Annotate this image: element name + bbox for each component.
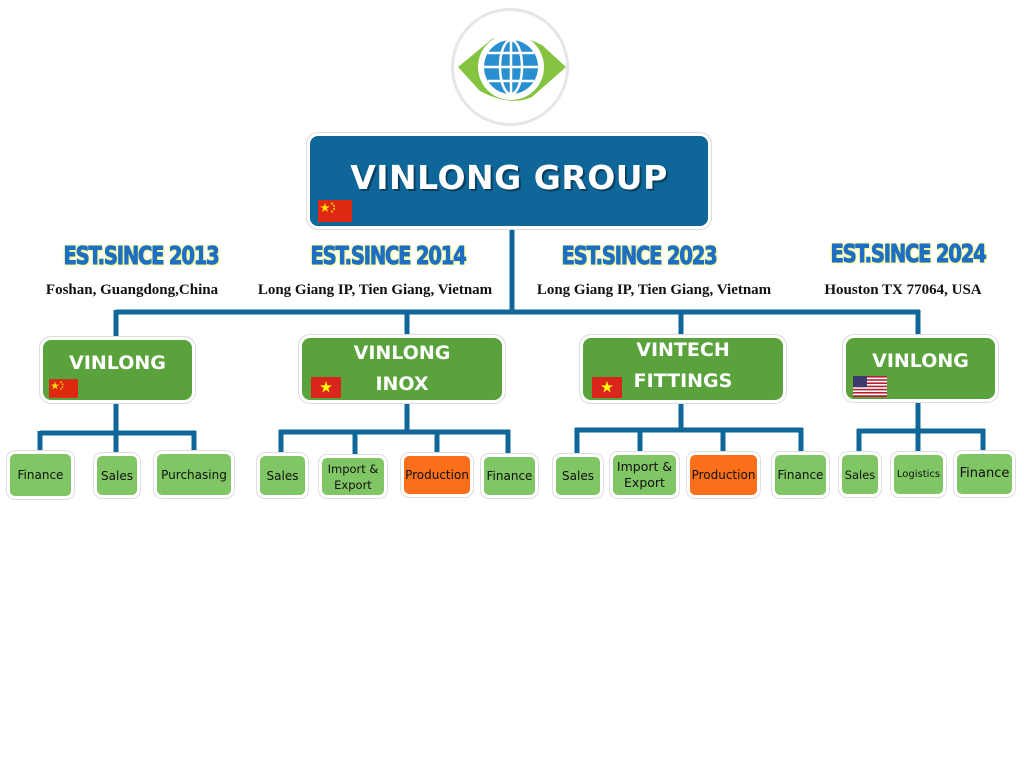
company-name: VINLONG	[872, 350, 969, 372]
dept-connector-2	[278, 401, 511, 457]
dept-import-export: Import &Export	[322, 458, 384, 495]
dept-sales: Sales	[842, 455, 878, 494]
company-name-line2: INOX	[375, 373, 429, 395]
vietnam-flag-icon	[311, 377, 341, 398]
dept-sales: Sales	[556, 457, 600, 495]
company-logo	[451, 8, 569, 126]
company-name-line1: VINTECH	[636, 339, 730, 361]
company-name-line1: VINLONG	[353, 342, 451, 364]
company-node-vintech-fittings: VINTECH FITTINGS	[583, 338, 783, 400]
company-name: VINLONG	[69, 352, 166, 374]
est-label-1: EST.SINCE 2013	[63, 241, 220, 271]
location-label-4: Houston TX 77064, USA	[824, 282, 982, 298]
dept-finance: Finance	[957, 454, 1012, 494]
company-node-vinlong-usa: VINLONG	[846, 338, 995, 399]
dept-logistics: Logistics	[894, 455, 943, 494]
vietnam-flag-icon	[592, 377, 622, 398]
dept-finance: Finance	[10, 454, 71, 496]
company-node-vinlong-inox: VINLONG INOX	[302, 338, 502, 400]
company-name-line2: FITTINGS	[633, 370, 733, 392]
dept-finance: Finance	[775, 455, 826, 495]
dept-connector-4	[856, 401, 986, 455]
location-label-3: Long Giang IP, Tien Giang, Vietnam	[536, 282, 772, 298]
dept-import-export: Import &Export	[613, 455, 676, 495]
root-node: VINLONG GROUP	[310, 136, 708, 226]
china-flag-icon	[49, 379, 78, 398]
location-label-1: Foshan, Guangdong,China	[45, 282, 219, 298]
dept-purchasing: Purchasing	[157, 454, 231, 495]
dept-connector-1	[37, 401, 197, 455]
globe-logo-icon	[458, 34, 566, 101]
est-label-3: EST.SINCE 2023	[561, 241, 718, 271]
root-title: VINLONG GROUP	[350, 158, 668, 197]
dept-production: Production	[690, 455, 757, 495]
company-node-vinlong-china: VINLONG	[43, 340, 192, 400]
location-label-2: Long Giang IP, Tien Giang, Vietnam	[257, 282, 493, 298]
dept-finance: Finance	[484, 457, 535, 495]
china-flag-icon	[318, 200, 352, 222]
est-label-2: EST.SINCE 2014	[310, 241, 467, 271]
dept-production: Production	[404, 456, 470, 494]
dept-sales: Sales	[260, 456, 305, 495]
est-label-4: EST.SINCE 2024	[830, 239, 987, 269]
dept-connector-3	[574, 401, 804, 456]
usa-flag-icon	[853, 376, 887, 397]
dept-sales: Sales	[97, 456, 137, 495]
